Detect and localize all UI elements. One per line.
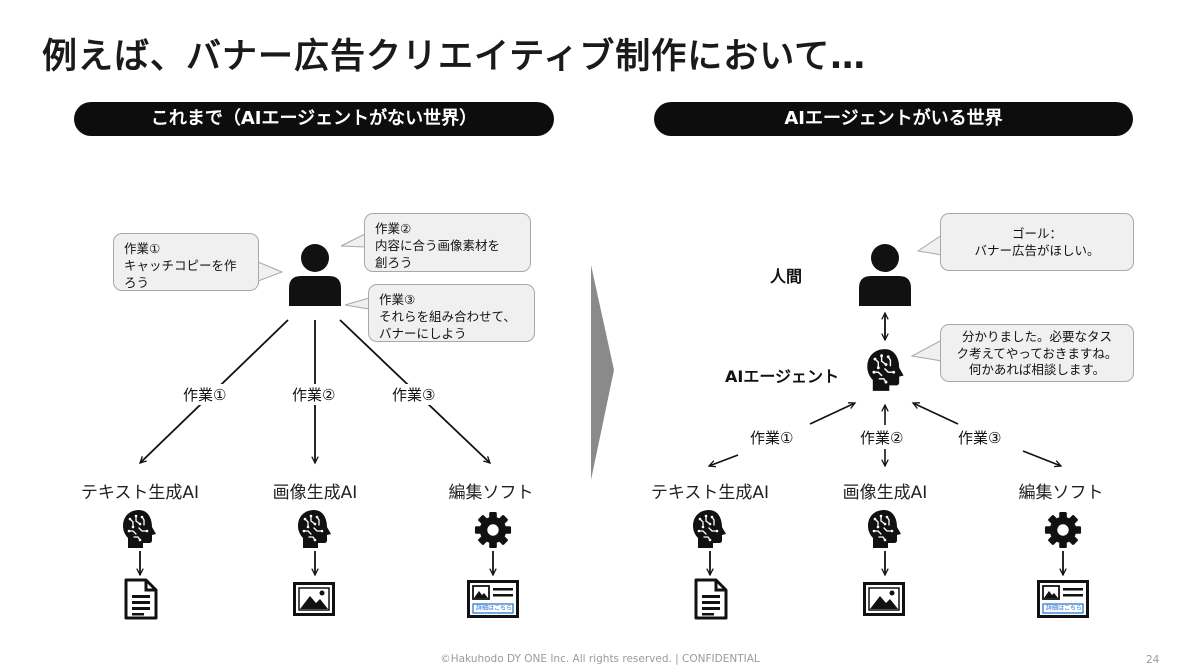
speech-bubble-task2: 作業② 内容に合う画像素材を 創ろう bbox=[364, 213, 531, 272]
document-icon bbox=[694, 578, 728, 620]
task-label-3: 作業③ bbox=[389, 384, 439, 405]
speech-bubble-goal: ゴール： バナー広告がほしい。 bbox=[940, 213, 1134, 271]
tool-label-editor: 編集ソフト bbox=[448, 483, 534, 503]
speech-bubble-task3: 作業③ それらを組み合わせて、 バナーにしよう bbox=[368, 284, 535, 342]
image-icon bbox=[863, 582, 905, 616]
right-section-header: AIエージェントがいる世界 bbox=[654, 102, 1133, 136]
speech-bubble-agent: 分かりました。必要なタス ク考えてやっておきますね。 何かあれば相談します。 bbox=[940, 324, 1134, 382]
ai-head-icon bbox=[297, 509, 332, 549]
page-title: 例えば、バナー広告クリエイティブ制作において… bbox=[42, 37, 867, 77]
task-label-2: 作業② bbox=[289, 384, 339, 405]
ai-head-icon bbox=[867, 509, 902, 549]
banner-link-text: 詳細はこちら bbox=[1045, 605, 1082, 612]
tool-label-text-ai: テキスト生成AI bbox=[650, 483, 770, 503]
task-label-3: 作業③ bbox=[958, 429, 1002, 447]
gear-icon bbox=[474, 511, 512, 549]
gear-icon bbox=[1044, 511, 1082, 549]
ai-head-icon bbox=[866, 348, 905, 392]
agent-label: AIエージェント bbox=[725, 367, 840, 386]
document-icon bbox=[124, 578, 158, 620]
task-label-1: 作業① bbox=[750, 429, 794, 447]
image-icon bbox=[293, 582, 335, 616]
ai-head-icon bbox=[692, 509, 727, 549]
ai-head-icon bbox=[122, 509, 157, 549]
tool-label-text-ai: テキスト生成AI bbox=[80, 483, 200, 503]
person-icon bbox=[289, 244, 341, 306]
tool-label-image-ai: 画像生成AI bbox=[842, 483, 928, 503]
left-section-header: これまで（AIエージェントがない世界） bbox=[74, 102, 554, 136]
page-number: 24 bbox=[1146, 654, 1160, 666]
tool-label-image-ai: 画像生成AI bbox=[272, 483, 358, 503]
task-label-2: 作業② bbox=[858, 427, 906, 448]
copyright-footer: ©Hakuhodo DY ONE Inc. All rights reserve… bbox=[440, 653, 760, 665]
chevron-right-icon bbox=[591, 265, 614, 480]
human-label: 人間 bbox=[770, 267, 803, 286]
person-icon bbox=[859, 244, 911, 306]
banner-link-text: 詳細はこちら bbox=[475, 605, 512, 612]
speech-bubble-task1: 作業① キャッチコピーを作 ろう bbox=[113, 233, 259, 291]
task-label-1: 作業① bbox=[180, 384, 230, 405]
tool-label-editor: 編集ソフト bbox=[1018, 483, 1104, 503]
